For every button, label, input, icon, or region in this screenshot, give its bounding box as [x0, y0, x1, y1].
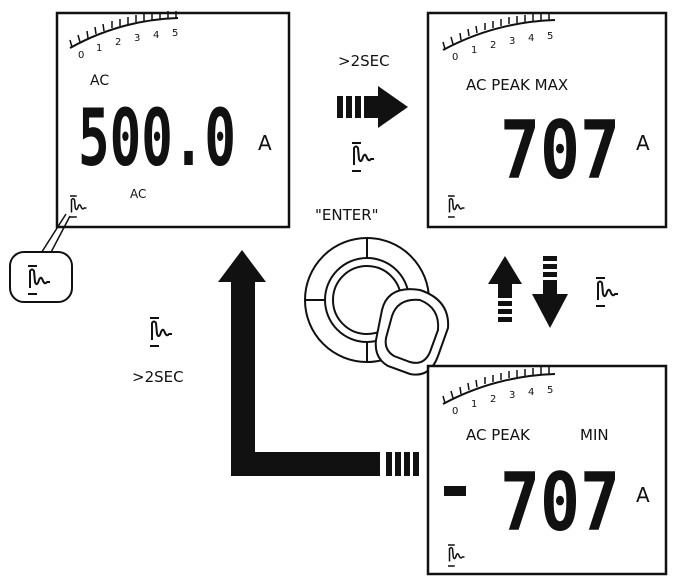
- lcd-panel-peak-max: 0 1 2 3 4 5 AC PEAK MAX 707 A: [426, 11, 668, 229]
- scale-tick: 1: [471, 45, 477, 56]
- lcd-panel-peak-min: 0 1 2 3 4 5 AC PEAK MIN 707 A: [426, 364, 668, 576]
- arrow-right-icon: [337, 86, 408, 128]
- scale-tick: 1: [96, 43, 102, 54]
- peak-waveform-icon: [351, 142, 375, 172]
- scale-tick: 5: [547, 31, 553, 42]
- reading-value: 707: [500, 104, 620, 197]
- reading-value: 707: [500, 456, 620, 549]
- unit-label: A: [258, 131, 272, 155]
- scale-tick: 0: [452, 52, 458, 63]
- bargraph-arc: [69, 17, 179, 49]
- hold-duration-label: >2SEC: [338, 52, 390, 70]
- scale-tick: 2: [115, 37, 121, 48]
- scale-tick: 4: [528, 33, 534, 44]
- bargraph-ticks: [69, 11, 177, 48]
- peak-waveform-icon: [595, 277, 619, 307]
- negative-sign: [444, 486, 466, 496]
- reading-value: 500.0: [78, 94, 236, 184]
- bargraph-scale: 0 1 2 3 4 5: [78, 28, 178, 61]
- scale-tick: 4: [153, 30, 159, 41]
- mode-label: AC PEAK MAX: [466, 76, 568, 94]
- mode-label: AC PEAK: [466, 426, 531, 444]
- scale-tick: 0: [452, 406, 458, 417]
- scale-tick: 5: [172, 28, 178, 39]
- arrow-up-down-icon: [488, 256, 568, 328]
- lcd-panel-main: 0 1 2 3 4 5 AC 500.0 A AC: [55, 11, 291, 229]
- scale-tick: 3: [509, 36, 515, 47]
- scale-tick: 3: [509, 390, 515, 401]
- icon-callout: [9, 213, 73, 303]
- scale-tick: 3: [134, 33, 140, 44]
- unit-label: A: [636, 483, 650, 507]
- scale-tick: 4: [528, 387, 534, 398]
- scale-tick: 2: [490, 394, 496, 405]
- scale-tick: 0: [78, 50, 84, 61]
- hold-duration-label: >2SEC: [132, 368, 184, 386]
- unit-label: A: [636, 131, 650, 155]
- scale-tick: 5: [547, 385, 553, 396]
- mode-label-min: MIN: [580, 426, 609, 444]
- mode-label-secondary: AC: [130, 187, 146, 201]
- scale-tick: 2: [490, 40, 496, 51]
- enter-label: "ENTER": [315, 206, 379, 224]
- mode-label: AC: [90, 73, 109, 89]
- arrow-return-icon: [218, 250, 419, 476]
- enter-button-icon[interactable]: [304, 237, 450, 376]
- scale-tick: 1: [471, 399, 477, 410]
- peak-waveform-icon: [149, 317, 173, 347]
